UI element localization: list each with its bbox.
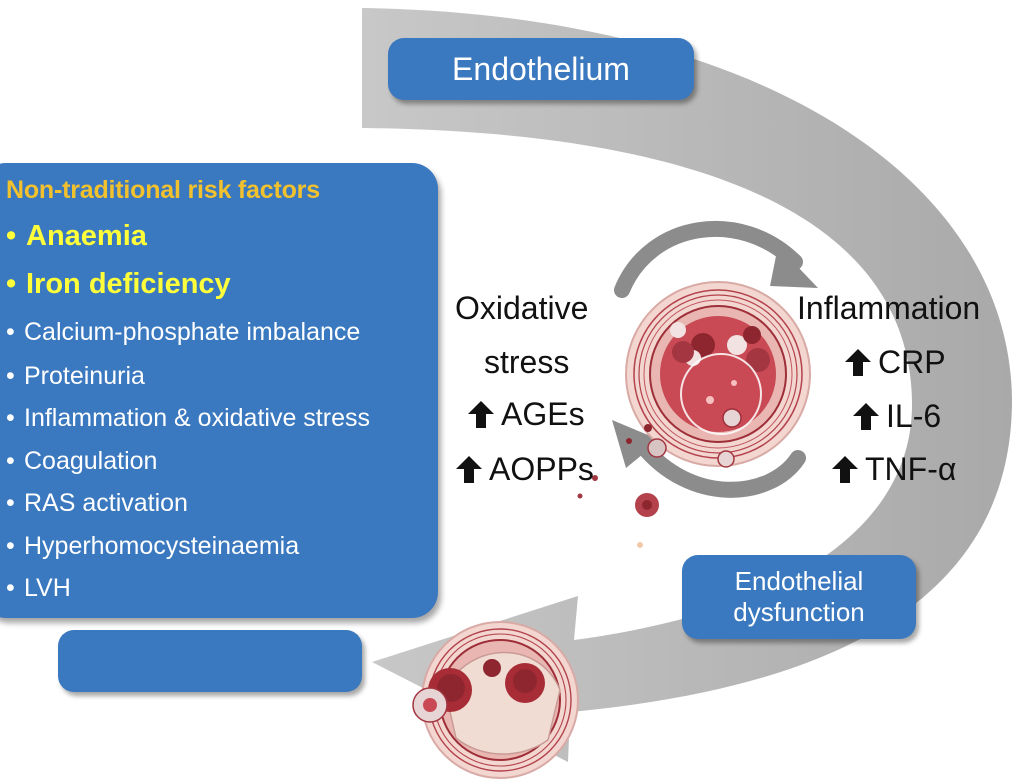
up-arrow-icon	[456, 456, 482, 483]
risk-factors-panel	[0, 163, 438, 618]
risk-factor-label: RAS activation	[24, 489, 188, 517]
up-arrow-icon	[468, 401, 494, 428]
risk-factor-label: Proteinuria	[24, 362, 145, 390]
up-arrow-icon	[832, 456, 858, 483]
oxidative-stress-heading-line2: stress	[484, 344, 570, 380]
endothelium-label: Endothelium	[388, 38, 694, 100]
up-arrow-icon	[845, 349, 871, 376]
marker-label: IL-6	[886, 398, 942, 434]
risk-factor-label: Inflammation & oxidative stress	[24, 404, 370, 432]
bullet-icon: •	[6, 362, 15, 390]
bullet-icon: •	[6, 532, 15, 560]
risk-factor-item: • Inflammation & oxidative stress	[6, 404, 370, 433]
oxidative-marker: AOPPs	[455, 451, 594, 488]
bullet-icon: •	[6, 404, 15, 432]
bullet-icon: •	[6, 220, 17, 252]
bullet-icon: •	[6, 489, 15, 517]
bullet-icon: •	[6, 268, 17, 300]
risk-factors-title: Non-traditional risk factors	[6, 176, 320, 204]
vessel-cross-section	[625, 281, 811, 467]
marker-label: CRP	[878, 344, 946, 380]
risk-factor-item: • RAS activation	[6, 489, 188, 518]
risk-factor-item: • Hyperhomocysteinaemia	[6, 532, 299, 561]
oxidative-marker: AGEs	[467, 396, 585, 433]
risk-factor-item: • LVH	[6, 574, 71, 603]
risk-factor-item: • Anaemia	[6, 220, 147, 253]
risk-factor-label: Iron deficiency	[26, 268, 231, 300]
inflammation-marker: TNF-α	[831, 451, 956, 488]
risk-factor-label: Calcium-phosphate imbalance	[24, 318, 361, 346]
bullet-icon: •	[6, 574, 15, 602]
oxidative-stress-heading: Oxidative	[455, 290, 589, 326]
risk-factor-item: • Proteinuria	[6, 362, 145, 391]
risk-factor-item: • Calcium-phosphate imbalance	[6, 318, 360, 347]
risk-factor-label: Hyperhomocysteinaemia	[24, 532, 300, 560]
inflammation-marker: IL-6	[852, 398, 941, 435]
marker-label: AGEs	[501, 396, 585, 432]
inflammation-marker: CRP	[844, 344, 946, 381]
risk-factor-label: LVH	[24, 574, 71, 602]
cycle-arrowhead-bottom	[612, 420, 660, 468]
marker-label: TNF-α	[865, 451, 957, 487]
up-arrow-icon	[853, 403, 879, 430]
risk-factor-label: Anaemia	[26, 220, 147, 252]
cycle-arrow-bottom	[634, 437, 806, 498]
endothelial-dysfunction-label: Endothelial dysfunction	[682, 555, 916, 639]
cycle-arrow-top	[614, 221, 803, 298]
bullet-icon: •	[6, 318, 15, 346]
diseased-vessel	[412, 621, 579, 779]
inflammation-heading: Inflammation	[797, 290, 981, 326]
blank-label-box	[58, 630, 362, 692]
marker-label: AOPPs	[489, 451, 594, 487]
risk-factor-item: • Iron deficiency	[6, 268, 231, 301]
risk-factor-item: • Coagulation	[6, 447, 157, 476]
risk-factor-label: Coagulation	[24, 447, 158, 475]
bullet-icon: •	[6, 447, 15, 475]
scattered-cells	[577, 424, 735, 548]
cycle-arrowhead-top	[770, 246, 818, 288]
